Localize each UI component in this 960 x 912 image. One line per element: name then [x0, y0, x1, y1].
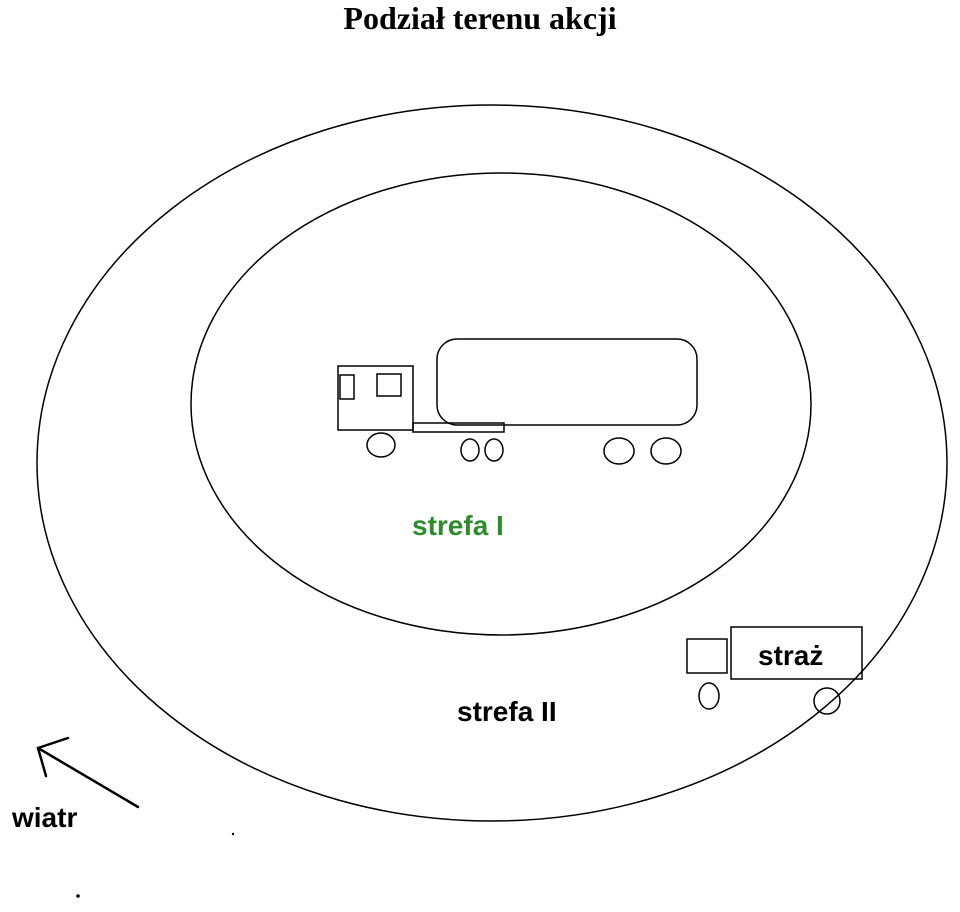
fire-truck-wheel — [813, 687, 841, 715]
fire-truck-cab — [686, 638, 728, 674]
stray-dot — [231, 832, 235, 836]
tanker-tank — [436, 338, 698, 426]
fire-truck-label: straż — [758, 640, 823, 671]
page-title: Podział terenu akcji — [343, 0, 617, 36]
tanker-wheel — [460, 438, 480, 462]
wind-arrow — [36, 736, 140, 809]
tanker-chassis — [412, 422, 505, 433]
tanker-wheel — [650, 437, 682, 465]
tanker-cab-window-left — [339, 374, 355, 400]
inner-zone-ellipse — [190, 172, 812, 636]
zone2-label: strefa II — [457, 696, 557, 727]
fire-truck-body — [730, 626, 863, 680]
fire-truck-wheel — [698, 682, 720, 710]
tanker-wheel — [603, 437, 635, 465]
stray-dot — [76, 894, 80, 898]
wind-label: wiatr — [11, 802, 77, 833]
tanker-wheel — [484, 438, 504, 462]
tanker-cab — [337, 365, 414, 431]
outer-zone-ellipse — [36, 104, 948, 822]
fire-truck — [686, 626, 863, 715]
tanker-wheel — [366, 432, 396, 458]
zone1-label: strefa I — [412, 510, 504, 541]
tanker-cab-window-right — [376, 373, 402, 397]
tanker-truck — [337, 338, 698, 465]
